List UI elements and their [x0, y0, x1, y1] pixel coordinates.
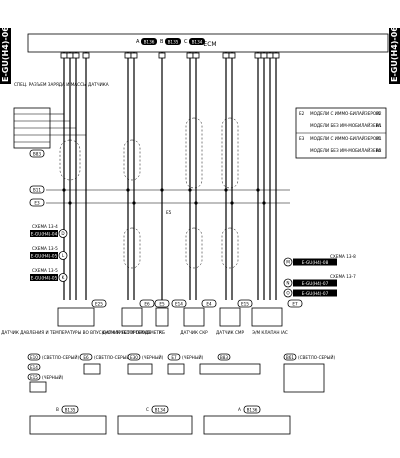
- svg-text:E3: E3: [34, 201, 40, 206]
- svg-text:E14: E14: [30, 365, 38, 370]
- svg-text:E10: E10: [30, 355, 38, 360]
- ecm-box: ECM: [27, 33, 389, 53]
- svg-text:(СВЕТЛО-СЕРЫЙ): (СВЕТЛО-СЕРЫЙ): [42, 355, 80, 360]
- svg-text:ДАТЧИК ДАВЛЕНИЯ И ТЕМПЕРАТУРЫ: ДАТЧИК ДАВЛЕНИЯ И ТЕМПЕРАТУРЫ ВО ВПУСКНО…: [1, 330, 151, 335]
- svg-text:E5: E5: [159, 302, 165, 307]
- svg-text:E-GU(H4)-07: E-GU(H4)-07: [302, 281, 329, 286]
- svg-text:E30: E30: [130, 355, 138, 360]
- svg-text:СПЕЦ. РАЗЪЕМ ЗАРЯДА И МАССЫ ДА: СПЕЦ. РАЗЪЕМ ЗАРЯДА И МАССЫ ДАТЧИКА: [14, 82, 109, 87]
- svg-text:ДАТЧИК СКР: ДАТЧИК СКР: [180, 330, 208, 335]
- svg-text:СХЕМА 13-7: СХЕМА 13-7: [330, 274, 356, 279]
- svg-text:E25: E25: [95, 302, 103, 307]
- svg-text:КБ: КБ: [159, 330, 165, 335]
- svg-text:L: L: [62, 253, 65, 258]
- svg-text:(СВЕТЛО-СЕРЫЙ): (СВЕТЛО-СЕРЫЙ): [298, 355, 336, 360]
- svg-text:B: B: [160, 39, 164, 45]
- svg-text:N: N: [286, 281, 289, 286]
- svg-text:B2: B2: [376, 148, 382, 153]
- ecm-connector-refs: A B136 B B135 C B134: [136, 38, 205, 45]
- svg-text:Э/М КЛАПАН IAC: Э/М КЛАПАН IAC: [252, 330, 288, 335]
- svg-text:СХЕМА 13-5: СХЕМА 13-5: [32, 246, 58, 251]
- svg-text:B134: B134: [155, 408, 166, 413]
- ecm-label: ECM: [203, 41, 216, 48]
- svg-text:B61: B61: [286, 355, 295, 360]
- main-wires: [63, 52, 277, 300]
- right-scheme-refs: СХЕМА 13-8 M E-GU(H4)-08 СХЕМА 13-7 N E-…: [283, 254, 356, 298]
- svg-text:(ЧЕРНЫЙ): (ЧЕРНЫЙ): [42, 375, 64, 380]
- svg-text:B136: B136: [247, 408, 258, 413]
- svg-text:СХЕМА 13-4: СХЕМА 13-4: [32, 224, 58, 229]
- svg-text:B1: B1: [376, 136, 382, 141]
- dlc-connector: СПЕЦ. РАЗЪЕМ ЗАРЯДА И МАССЫ ДАТЧИКА B83: [13, 82, 109, 158]
- svg-text:B83: B83: [220, 355, 229, 360]
- left-scheme-refs: СХЕМА 13-4 E-GU(H4)-04 D СХЕМА 13-5 E-GU…: [30, 224, 68, 282]
- svg-text:B134: B134: [192, 40, 203, 45]
- svg-text:C: C: [146, 407, 149, 412]
- svg-text:E-GU(H4)-07: E-GU(H4)-07: [302, 291, 329, 296]
- svg-text:E4: E4: [206, 302, 212, 307]
- svg-text:МОДЕЛИ С ИММО-БИЛАЙЗЕРОМ: МОДЕЛИ С ИММО-БИЛАЙЗЕРОМ: [310, 111, 380, 116]
- svg-text:D: D: [61, 231, 64, 236]
- component-connector-row: E25 E6 E5 E14 E4 E15 E7 E5: [91, 210, 303, 308]
- ecm-pin-markers: [60, 52, 280, 59]
- svg-text:B1: B1: [376, 123, 382, 128]
- svg-text:ДАТЧИК ЕСТ И ТЕРМОМЕТР: ДАТЧИК ЕСТ И ТЕРМОМЕТР: [103, 330, 162, 335]
- svg-text:E6: E6: [144, 302, 150, 307]
- svg-text:B136: B136: [144, 40, 155, 45]
- svg-text:B135: B135: [65, 408, 76, 413]
- svg-text:E-GU(H4)-06: E-GU(H4)-06: [1, 26, 10, 82]
- svg-text:E2: E2: [299, 111, 305, 116]
- svg-text:K: K: [62, 275, 65, 280]
- svg-text:B2: B2: [376, 111, 382, 116]
- svg-text:МОДЕЛИ БЕЗ ИМ-МОБИЛАЙЗЕРА: МОДЕЛИ БЕЗ ИМ-МОБИЛАЙЗЕРА: [310, 123, 381, 128]
- svg-text:E-GU(H4)-05: E-GU(H4)-05: [31, 254, 58, 259]
- joint-bus: [46, 188, 290, 205]
- svg-text:E-GU(H4)-06: E-GU(H4)-06: [390, 26, 399, 82]
- svg-text:ДАТЧИК СМР: ДАТЧИК СМР: [216, 330, 245, 335]
- svg-text:E15: E15: [30, 375, 38, 380]
- connector-views: E10 (СВЕТЛО-СЕРЫЙ) E14 E15 (ЧЕРНЫЙ) E6 (…: [27, 353, 336, 393]
- svg-text:E6: E6: [83, 355, 89, 360]
- svg-text:B83: B83: [33, 152, 42, 157]
- left-side-label: E-GU(H4)-06: [0, 26, 11, 84]
- svg-text:E-GU(H4)-08: E-GU(H4)-08: [302, 260, 329, 265]
- svg-text:E5: E5: [166, 210, 172, 215]
- svg-text:O: O: [286, 291, 290, 296]
- svg-text:E14: E14: [175, 302, 183, 307]
- right-side-label: E-GU(H4)-06: [389, 26, 400, 84]
- svg-text:(ЧЕРНЫЙ): (ЧЕРНЫЙ): [182, 355, 204, 360]
- svg-text:МОДЕЛИ С ИММО-БИЛАЙЗЕРОМ: МОДЕЛИ С ИММО-БИЛАЙЗЕРОМ: [310, 136, 380, 141]
- svg-text:M: M: [286, 260, 290, 265]
- svg-text:E-GU(H4)-05: E-GU(H4)-05: [31, 276, 58, 281]
- svg-text:C: C: [184, 39, 188, 45]
- components: ДАТЧИК ДАВЛЕНИЯ И ТЕМПЕРАТУРЫ ВО ВПУСКНО…: [1, 307, 288, 335]
- svg-text:(СВЕТЛО-СЕРЫЙ): (СВЕТЛО-СЕРЫЙ): [94, 355, 132, 360]
- svg-text:B135: B135: [168, 40, 179, 45]
- shield-ovals: [59, 117, 239, 269]
- svg-text:E15: E15: [241, 302, 249, 307]
- svg-text:B: B: [56, 407, 59, 412]
- svg-text:СХЕМА 13-8: СХЕМА 13-8: [330, 254, 356, 259]
- immobilizer-legend: E2 МОДЕЛИ С ИММО-БИЛАЙЗЕРОМ B2 МОДЕЛИ БЕ…: [295, 107, 387, 159]
- svg-text:СХЕМА 13-5: СХЕМА 13-5: [32, 268, 58, 273]
- bottom-ecm-connectors: B B135 C B134 A B136: [29, 405, 291, 435]
- svg-text:A: A: [136, 39, 140, 45]
- svg-text:E7: E7: [292, 302, 298, 307]
- svg-text:E-GU(H4)-04: E-GU(H4)-04: [31, 232, 58, 237]
- joint-labels: B11 E3: [29, 185, 45, 207]
- svg-text:E7: E7: [171, 355, 177, 360]
- svg-text:МОДЕЛИ БЕЗ ИМ-МОБИЛАЙЗЕРА: МОДЕЛИ БЕЗ ИМ-МОБИЛАЙЗЕРА: [310, 148, 381, 153]
- svg-text:B11: B11: [33, 188, 42, 193]
- svg-text:(ЧЕРНЫЙ): (ЧЕРНЫЙ): [142, 355, 164, 360]
- svg-text:E3: E3: [299, 136, 305, 141]
- svg-text:A: A: [238, 407, 241, 412]
